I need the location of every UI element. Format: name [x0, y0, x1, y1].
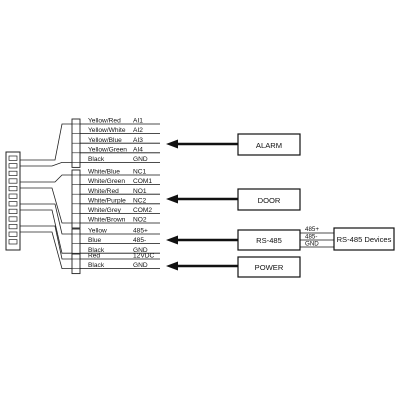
connector-pin	[8, 231, 18, 237]
wire-signal-label: GND	[133, 247, 148, 254]
device-rs485-devices: RS-485 Devices	[333, 227, 395, 251]
rs485-devices-label: RS-485 Devices	[337, 235, 392, 244]
arrows	[166, 139, 238, 271]
device-power: POWER	[237, 256, 301, 278]
connector-pin	[8, 239, 18, 245]
wire-signal-label: AI3	[133, 137, 143, 144]
wire-signal-label: NC1	[133, 169, 147, 176]
arrow-head	[166, 194, 178, 204]
connector-pin	[8, 163, 18, 169]
connector-pin	[8, 216, 18, 222]
connector-pin	[8, 170, 18, 176]
fanout-line	[20, 123, 72, 161]
device-alarm-label: ALARM	[256, 141, 282, 150]
rs485-link: 485+ 485- GND	[300, 226, 334, 248]
terminal-block	[71, 253, 81, 275]
wire-color-label: White/Purple	[88, 197, 126, 204]
wire-signal-label: GND	[133, 156, 148, 163]
fanout-line	[20, 187, 72, 224]
wire-color-label: Yellow/Blue	[88, 137, 122, 144]
device-rs485-label: RS-485	[256, 236, 282, 245]
device-power-label: POWER	[255, 263, 284, 272]
wire-color-label: Yellow/Green	[88, 146, 127, 153]
wire-color-label: Black	[88, 156, 105, 163]
connector-pin	[8, 224, 18, 230]
device-door: DOOR	[237, 188, 301, 211]
device-alarm: ALARM	[237, 133, 301, 156]
wire-signal-label: AI2	[133, 127, 143, 134]
wire-color-label: White/Green	[88, 178, 125, 185]
rs485-link-485plus: 485+	[305, 226, 319, 233]
wire-color-label: White/Brown	[88, 217, 126, 224]
wire-signal-label: 12VDC	[133, 253, 154, 260]
wire-signal-label: 485-	[133, 237, 146, 244]
wire-color-label: Yellow/Red	[88, 118, 121, 125]
terminal-blocks	[71, 118, 81, 275]
connector-pin	[8, 186, 18, 192]
connector-pin	[8, 201, 18, 207]
wire-color-label: Blue	[88, 237, 102, 244]
connector-pin	[8, 193, 18, 199]
wire-signal-label: NO2	[133, 217, 147, 224]
arrow-head	[166, 235, 178, 245]
wire-signal-label: GND	[133, 262, 148, 269]
wire-color-label: Yellow	[88, 228, 107, 235]
wire-color-label: Yellow/White	[88, 127, 126, 134]
device-door-label: DOOR	[258, 196, 281, 205]
wire-signal-label: COM2	[133, 207, 152, 214]
main-connector	[5, 151, 21, 251]
fanout-line	[20, 231, 72, 270]
connector-pin	[8, 208, 18, 214]
fanout-line	[20, 209, 72, 254]
terminal-block	[71, 169, 81, 229]
wire-color-label: White/Red	[88, 188, 119, 195]
wire-signal-label: 485+	[133, 228, 148, 235]
rs485-link-gnd: GND	[305, 241, 319, 248]
wire-signal-label: AI4	[133, 146, 143, 153]
wire-color-label: Black	[88, 262, 105, 269]
device-rs485: RS-485	[237, 229, 301, 251]
fanout-line	[20, 161, 72, 167]
fanout-line	[20, 203, 72, 235]
wire-signal-label: NC2	[133, 197, 147, 204]
arrow-head	[166, 139, 178, 149]
fanout-line	[20, 225, 72, 260]
wire-signal-label: COM1	[133, 178, 152, 185]
wire-color-label: White/Blue	[88, 169, 120, 176]
arrow-head	[166, 261, 178, 271]
connector-pin	[8, 178, 18, 184]
wire-signal-label: AI1	[133, 118, 143, 125]
wire-signal-label: NO1	[133, 188, 147, 195]
fanout-line	[20, 174, 72, 183]
wire-color-label: White/Grey	[88, 207, 122, 214]
wire-color-label: Red	[88, 253, 100, 260]
wire-color-label: Black	[88, 247, 105, 254]
rs485-link-485minus: 485-	[305, 234, 317, 241]
connector-pins	[8, 155, 18, 245]
fanout-lines	[20, 123, 72, 270]
connector-pin	[8, 155, 18, 161]
